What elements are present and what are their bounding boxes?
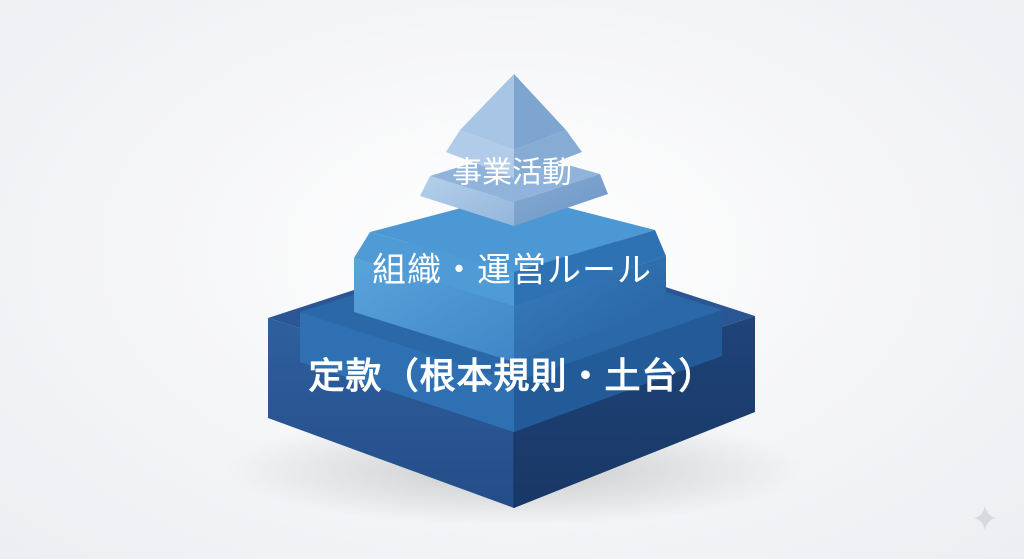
tier-middle-upper-left [354,258,514,362]
tier-top-apex-base-left [446,130,514,178]
tier-middle-band-right [514,230,666,306]
tier-top-apex-base-right [514,130,582,178]
tier-top-apex-left [460,74,514,150]
tier-top-band-right [514,174,608,226]
tier-base-label: 定款（根本規則・土台） [308,356,715,397]
tier-middle-upper-right [514,256,666,362]
tier-top-apex-right [514,74,566,150]
tier-middle-step-left [300,312,514,432]
tier-middle [300,194,722,432]
tier-middle-step-right [514,310,722,432]
tier-middle-band-left [354,232,514,306]
tier-middle-band-top [370,194,655,272]
sparkle-icon [974,506,996,530]
tier-top [420,74,608,226]
tier-top-label: 事業活動 [452,156,572,191]
tier-middle-label: 組織・運営ルール [372,251,652,291]
tier-top-band-left [420,176,514,226]
